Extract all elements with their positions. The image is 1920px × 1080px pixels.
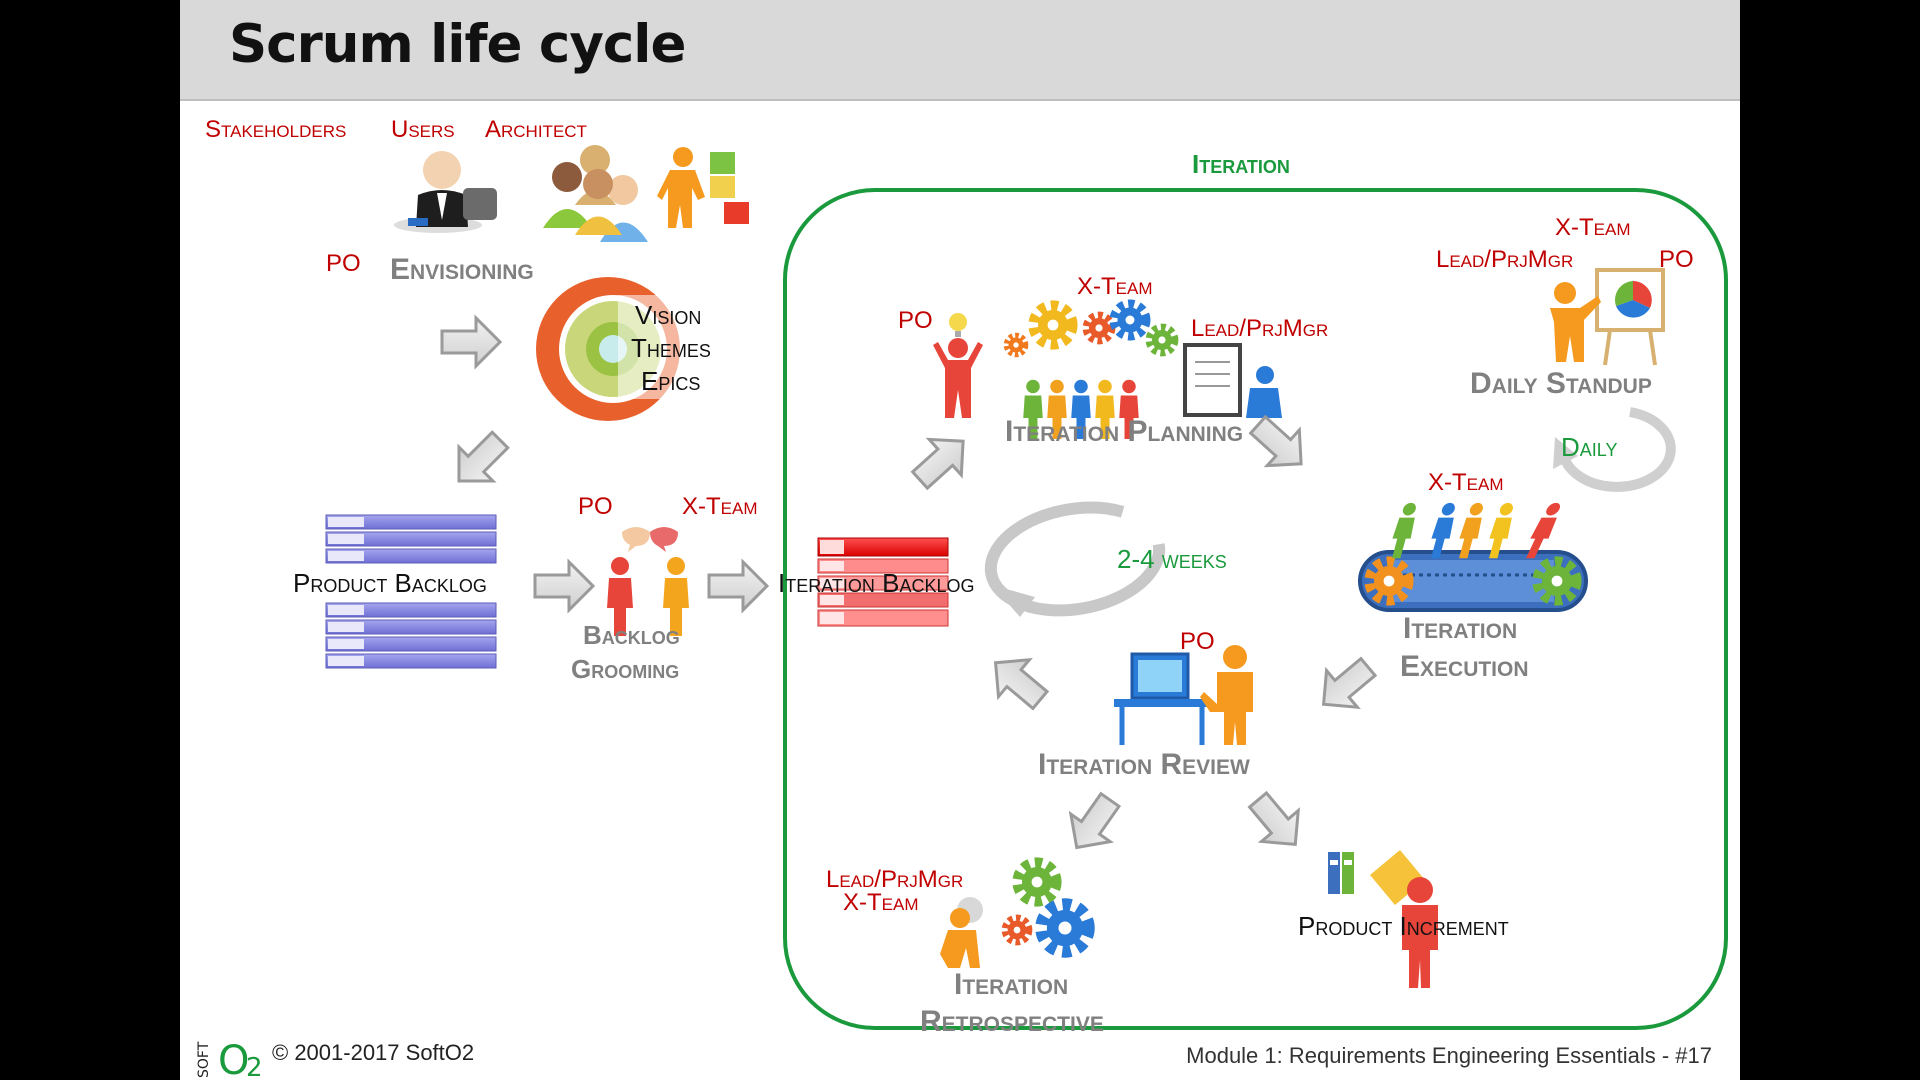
arrow-envision: [440, 316, 502, 368]
product-increment-label: Product Increment: [1298, 911, 1509, 941]
arrow-to-increment: [1238, 783, 1316, 862]
execution-line2: Execution: [1400, 650, 1529, 683]
backlog-grooming-line2: Grooming: [571, 654, 680, 684]
product-backlog-stack: [325, 514, 497, 669]
footer-copyright: © 2001-2017 SoftO2: [272, 1040, 475, 1065]
ring-epics: Epics: [641, 366, 701, 396]
arrow-to-planning: [902, 421, 981, 500]
svg-text:SOFT: SOFT: [196, 1041, 212, 1078]
role-lead-planning: Lead/PrjMgr: [1191, 315, 1329, 342]
execution-line1: Iteration: [1403, 612, 1518, 645]
po-idea-figure: [933, 313, 983, 418]
softo2-logo-icon: SOFT O 2: [196, 1038, 263, 1078]
slide: Scrum life cycle: [180, 0, 1740, 1080]
diagram-graphics: [325, 145, 1728, 1030]
role-stakeholders: Stakeholders: [205, 116, 347, 143]
role-po-envisioning: PO: [326, 250, 361, 277]
iteration-review-label: Iteration Review: [1038, 748, 1250, 781]
role-xteam-retro: X-Team: [843, 889, 919, 916]
iteration-backlog-stack: [817, 537, 949, 627]
arrow-to-retrospective: [1055, 784, 1132, 863]
arrow-review-to-backlog: [978, 642, 1057, 720]
backlog-grooming-line1: Backlog: [583, 620, 680, 650]
footer-module: Module 1: Requirements Engineering Essen…: [1186, 1043, 1712, 1068]
role-lead-retro: Lead/PrjMgr: [826, 866, 964, 893]
planning-gears: [1006, 304, 1174, 355]
arrow-to-iteration-backlog: [707, 560, 769, 612]
ring-vision: Vision: [635, 300, 702, 330]
envisioning-target: [536, 277, 694, 421]
role-po-planning: PO: [898, 307, 933, 334]
retrospective-figures: [940, 863, 1088, 968]
role-po-review: PO: [1180, 628, 1215, 655]
role-xteam-planning: X-Team: [1077, 273, 1153, 300]
role-xteam-standup: X-Team: [1555, 214, 1631, 241]
role-xteam-execution: X-Team: [1428, 469, 1504, 496]
iteration-boundary: [783, 188, 1728, 1030]
daily-label: Daily: [1561, 432, 1618, 462]
two-four-weeks-cycle: [984, 501, 1166, 617]
daily-cycle-arrow: [1553, 407, 1676, 492]
architect-figure: [657, 147, 749, 228]
execution-conveyor: [1358, 550, 1588, 612]
iteration-title: Iteration: [1192, 149, 1290, 179]
slide-title: Scrum life cycle: [229, 14, 686, 75]
arrow-to-grooming: [533, 560, 595, 612]
role-lead-standup: Lead/PrjMgr: [1436, 246, 1574, 273]
role-po-grooming: PO: [578, 493, 613, 520]
review-desk: [1114, 645, 1253, 745]
role-po-standup: PO: [1659, 246, 1694, 273]
planning-notebook: [1183, 343, 1282, 418]
title-bar: Scrum life cycle: [180, 0, 1740, 101]
retrospective-line2: Retrospective: [920, 1005, 1104, 1033]
svg-text:2: 2: [246, 1053, 263, 1078]
execution-runners: [1387, 502, 1566, 559]
iteration-backlog-label: Iteration Backlog: [778, 568, 975, 598]
product-increment-figures: [1328, 850, 1438, 988]
standup-board: [1550, 268, 1665, 366]
role-users: Users: [391, 116, 455, 143]
stakeholders-figure: [394, 151, 497, 233]
iteration-planning-label: Iteration Planning: [1005, 415, 1244, 448]
cycle-label: 2-4 weeks: [1117, 544, 1227, 574]
svg-text:O: O: [218, 1038, 249, 1078]
arrow-to-review: [1306, 647, 1385, 725]
envisioning-label: Envisioning: [390, 253, 534, 286]
users-figure: [543, 145, 648, 242]
arrow-to-product-backlog: [440, 421, 519, 500]
arrow-to-execution: [1240, 405, 1319, 484]
ring-themes: Themes: [631, 333, 711, 363]
product-backlog-label: Product Backlog: [293, 568, 487, 598]
grooming-figures: [607, 527, 689, 636]
retrospective-line1: Iteration: [954, 968, 1069, 1001]
role-xteam-grooming: X-Team: [682, 493, 758, 520]
role-architect: Architect: [485, 116, 587, 143]
daily-standup-label: Daily Standup: [1470, 367, 1652, 400]
